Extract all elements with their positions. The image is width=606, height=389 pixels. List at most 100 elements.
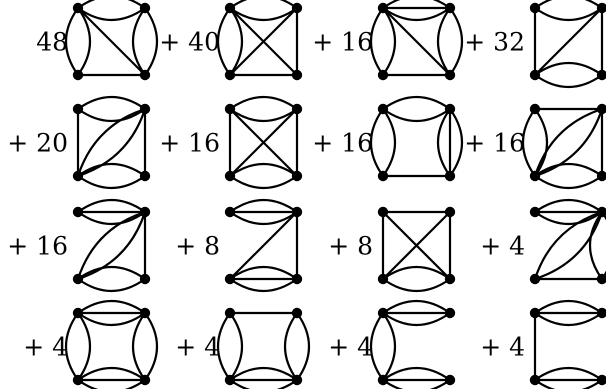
vertex-br — [596, 69, 606, 81]
vertex-bl — [377, 273, 389, 285]
coefficient-label: + 16 — [7, 232, 68, 261]
vertex-bl — [72, 273, 84, 285]
term-12-tl-tr-edge-3 — [533, 210, 604, 225]
terms-layer: 48+ 40+ 16+ 32+ 20+ 16+ 16+ 16+ 16+ 8+ 8… — [7, 0, 606, 389]
vertex-tl — [529, 307, 541, 319]
term-16: + 4 — [480, 300, 606, 389]
term-4: + 32 — [464, 0, 606, 88]
term-3-tl-bl-edge-1 — [381, 6, 396, 77]
vertex-tl — [529, 2, 541, 14]
term-3-tl-tr-edge-3 — [381, 6, 452, 21]
term-1-tl-br-edge-1 — [76, 6, 147, 77]
vertex-tl — [224, 103, 236, 115]
coefficient-label: + 20 — [7, 129, 68, 158]
vertex-bl — [72, 69, 84, 81]
vertex-bl — [72, 170, 84, 182]
vertex-tr — [291, 206, 303, 218]
term-11-bl-br-edge-2 — [381, 277, 452, 292]
vertex-tr — [139, 2, 151, 14]
coefficient-label: + 16 — [312, 129, 373, 158]
term-3-tl-br-edge-1 — [381, 6, 452, 77]
term-8-tr-bl-edge-1 — [533, 107, 604, 178]
coefficient-label: + 40 — [159, 28, 220, 57]
term-6-bl-br-edge-2 — [228, 174, 299, 189]
term-2-tl-bl-edge-1 — [228, 6, 243, 77]
term-9-tl-tr-edge-1 — [76, 199, 147, 214]
coefficient-label: + 16 — [312, 28, 373, 57]
vertex-tr — [444, 307, 456, 319]
term-1-tl-bl-edge-2 — [65, 6, 80, 77]
coefficient-label: + 4 — [175, 333, 220, 362]
term-2-tl-tr-edge-1 — [228, 0, 299, 10]
coefficient-label: + 16 — [159, 129, 220, 158]
term-13-tl-bl-edge-2 — [65, 311, 80, 382]
coefficient-label: + 4 — [23, 333, 68, 362]
term-8-tl-bl-edge-2 — [522, 107, 537, 178]
term-5-tl-tr-edge-1 — [76, 96, 147, 111]
term-8-tr-bl-edge-2 — [533, 107, 604, 178]
term-6-tl-tr-edge-2 — [228, 107, 299, 122]
vertex-br — [139, 374, 151, 386]
coefficient-label: + 32 — [464, 28, 525, 57]
term-14: + 4 — [175, 307, 310, 389]
term-5-tl-tr-edge-2 — [76, 107, 147, 122]
term-6: + 16 — [159, 96, 303, 189]
vertex-bl — [529, 374, 541, 386]
term-15: + 4 — [328, 300, 456, 389]
vertex-bl — [72, 374, 84, 386]
vertex-br — [291, 273, 303, 285]
vertex-bl — [529, 69, 541, 81]
term-8-bl-br-edge-1 — [533, 163, 604, 178]
term-7: + 16 — [312, 96, 463, 182]
term-5-bl-br-edge-1 — [76, 163, 147, 178]
vertex-tr — [139, 206, 151, 218]
vertex-tl — [529, 103, 541, 115]
term-16-tl-tr-edge-3 — [533, 311, 604, 326]
vertex-bl — [224, 273, 236, 285]
term-9-tr-bl-edge-2 — [76, 210, 147, 281]
term-14-tl-bl-edge-2 — [217, 311, 232, 382]
term-11: + 8 — [328, 206, 456, 292]
vertex-tl — [72, 2, 84, 14]
vertex-bl — [529, 273, 541, 285]
term-4-tr-bl-edge-1 — [533, 6, 604, 77]
vertex-br — [596, 273, 606, 285]
term-16-bl-br-edge-3 — [533, 378, 604, 389]
term-4-bl-br-edge-2 — [533, 73, 604, 88]
vertex-tr — [291, 2, 303, 14]
vertex-bl — [377, 69, 389, 81]
vertex-tl — [224, 307, 236, 319]
term-2-tl-tr-edge-2 — [228, 6, 299, 21]
term-7-tl-bl-edge-2 — [370, 107, 385, 178]
term-16-tl-tr-edge-1 — [533, 300, 604, 315]
term-9-tr-bl-edge-1 — [76, 210, 147, 281]
term-15-tl-tr-edge-1 — [381, 300, 452, 315]
term-9-tl-tr-edge-3 — [76, 210, 147, 225]
term-12-tr-bl-edge-1 — [533, 210, 604, 281]
vertex-tl — [72, 103, 84, 115]
term-6-tl-tr-edge-1 — [228, 96, 299, 111]
coefficient-label: + 4 — [480, 333, 525, 362]
term-7-tr-br-edge-3 — [437, 107, 452, 178]
term-10-tl-tr-edge-3 — [228, 210, 299, 225]
vertex-br — [444, 374, 456, 386]
coefficient-label: + 8 — [175, 232, 220, 261]
term-12-tl-tr-edge-1 — [533, 199, 604, 214]
vertex-tr — [444, 206, 456, 218]
vertex-tl — [224, 206, 236, 218]
vertex-tr — [596, 2, 606, 14]
term-6-bl-br-edge-1 — [228, 163, 299, 178]
term-14-tr-br-edge-2 — [284, 311, 299, 382]
term-2: + 40 — [159, 0, 303, 81]
vertex-tl — [377, 307, 389, 319]
term-9-bl-br-edge-2 — [76, 277, 147, 292]
term-14-bl-br-edge-1 — [228, 367, 299, 382]
vertex-br — [139, 273, 151, 285]
term-7-tl-bl-edge-1 — [381, 107, 396, 178]
vertex-br — [444, 273, 456, 285]
vertex-tl — [529, 206, 541, 218]
term-2-tl-bl-edge-2 — [217, 6, 232, 77]
term-8-bl-br-edge-2 — [533, 174, 604, 189]
vertex-tr — [291, 307, 303, 319]
